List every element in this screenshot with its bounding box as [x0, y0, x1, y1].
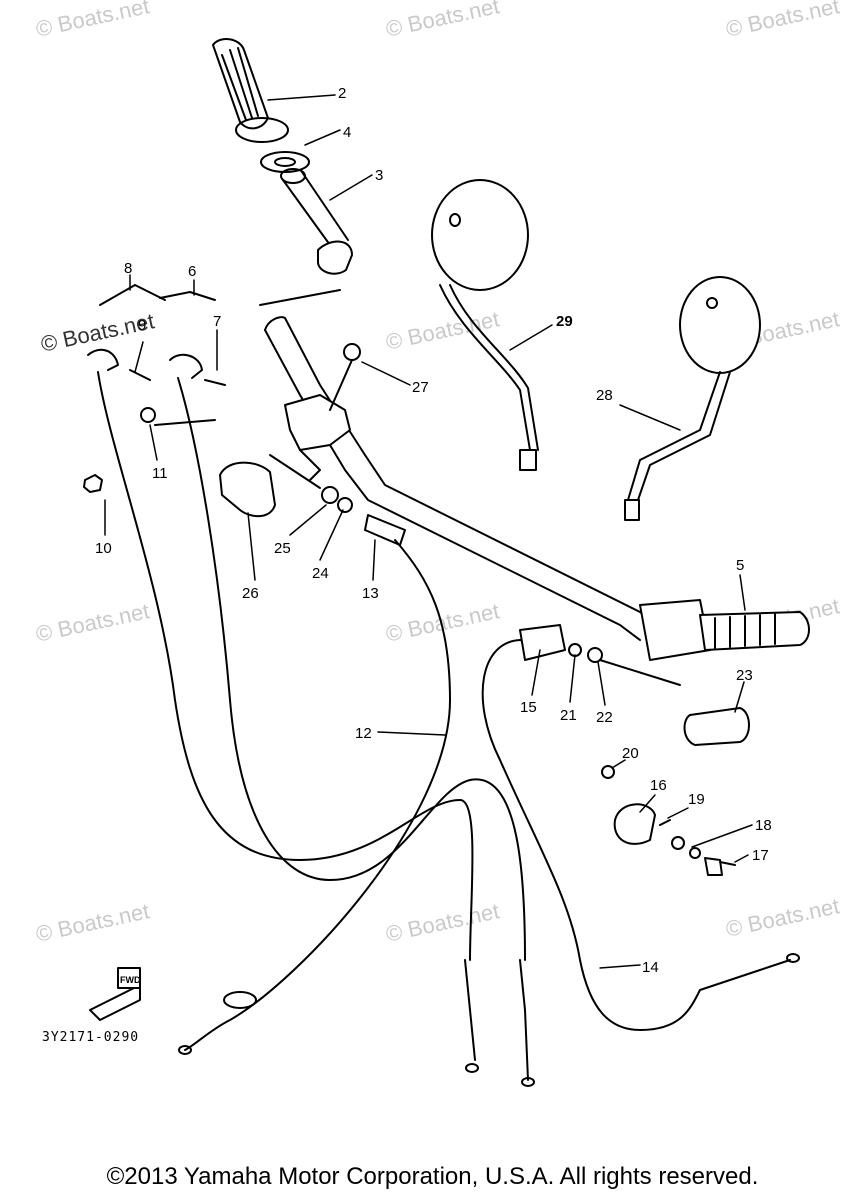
callout-29: 29: [556, 313, 573, 330]
mirror-28: [624, 276, 761, 521]
callout-10: 10: [95, 540, 112, 557]
callout-21: 21: [560, 707, 577, 724]
callout-2: 2: [338, 85, 346, 102]
callout-18: 18: [755, 817, 772, 834]
callout-8: 8: [124, 260, 132, 277]
callout-7: 7: [213, 313, 221, 330]
callout-14: 14: [642, 959, 659, 976]
parts-diagram: 2 4 3 8 6 7 9 10 11 12 13 14 15 16 17 18…: [83, 38, 810, 1087]
throttle-tube-3: [280, 168, 353, 275]
callout-9: 9: [138, 317, 146, 334]
callout-4: 4: [343, 124, 351, 141]
callout-16: 16: [650, 777, 667, 794]
handlebar: [259, 289, 651, 641]
callout-23: 23: [736, 667, 753, 684]
callout-28: 28: [596, 387, 613, 404]
callout-19: 19: [688, 791, 705, 808]
cables: [97, 371, 701, 1051]
part-code: 3Y2171-0290: [42, 1030, 140, 1045]
callout-12: 12: [355, 725, 372, 742]
callout-6: 6: [188, 263, 196, 280]
callout-15: 15: [520, 699, 537, 716]
switch-23: [683, 707, 750, 746]
callout-24: 24: [312, 565, 329, 582]
washer-4: [260, 151, 310, 173]
callout-26: 26: [242, 585, 259, 602]
callout-11: 11: [152, 465, 168, 482]
callout-13: 13: [362, 585, 379, 602]
fwd-arrow: [89, 967, 141, 1021]
callout-3: 3: [375, 167, 383, 184]
grip-5: [639, 599, 810, 661]
callout-20: 20: [622, 745, 639, 762]
callout-25: 25: [274, 540, 291, 557]
copyright-notice: ©2013 Yamaha Motor Corporation, U.S.A. A…: [106, 1163, 759, 1190]
callout-5: 5: [736, 557, 744, 574]
fwd-label: FWD: [120, 975, 141, 985]
grip-2: [212, 38, 289, 143]
mirror-29: [431, 179, 539, 471]
lever-holder: [284, 343, 361, 481]
callout-27: 27: [412, 379, 429, 396]
switch-26: [219, 461, 276, 518]
callout-17: 17: [752, 847, 769, 864]
callout-22: 22: [596, 709, 613, 726]
